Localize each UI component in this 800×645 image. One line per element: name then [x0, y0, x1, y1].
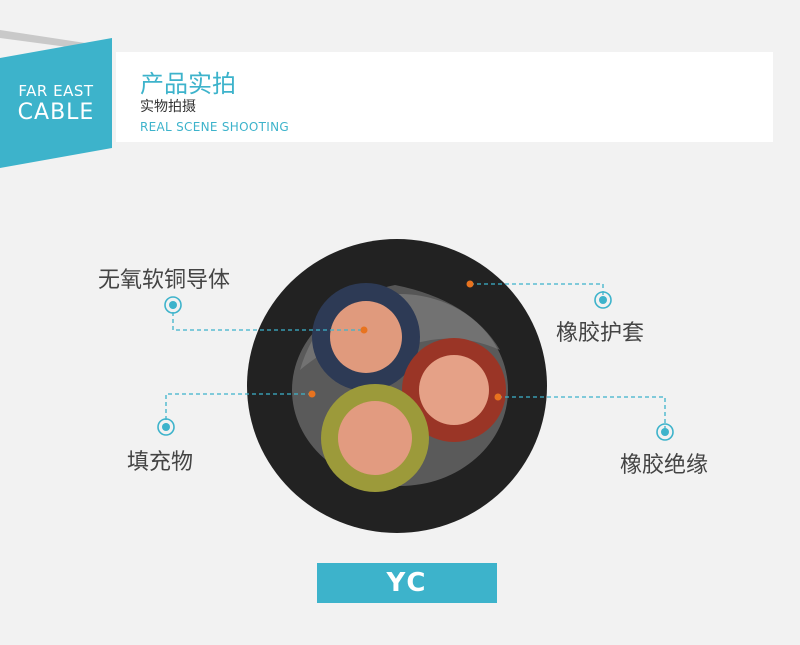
copper-conductor-3 [338, 401, 412, 475]
target-icon-conductor [164, 296, 182, 314]
logo-line-1: FAR EAST [18, 82, 94, 100]
label-insulation: 橡胶绝缘 [620, 453, 709, 478]
section-subtitle: 实物拍摄 [140, 99, 196, 115]
dot-conductor [360, 326, 368, 334]
label-sheath: 橡胶护套 [556, 321, 645, 346]
leader-insulation [498, 396, 666, 430]
target-icon-sheath [594, 291, 612, 309]
section-header: 产品实拍 实物拍摄 REAL SCENE SHOOTING [116, 52, 773, 142]
model-label: YC [317, 563, 497, 603]
label-filler: 填充物 [127, 450, 194, 475]
section-title: 产品实拍 [140, 70, 236, 98]
logo-line-2: CABLE [17, 100, 95, 125]
leader-filler [165, 393, 312, 427]
section-english-title: REAL SCENE SHOOTING [140, 120, 289, 134]
logo-ribbon-shape [0, 30, 112, 168]
dot-insulation [494, 393, 502, 401]
target-icon-filler [157, 418, 175, 436]
label-conductor: 无氧软铜导体 [98, 268, 231, 293]
leader-sheath [470, 283, 604, 298]
leader-endpoints [308, 280, 502, 401]
target-icon-insulation [656, 423, 674, 441]
brand-logo: FAR EAST CABLE [0, 0, 120, 175]
copper-conductor-2 [419, 355, 489, 425]
dot-sheath [466, 280, 474, 288]
copper-conductor-1 [330, 301, 402, 373]
dot-filler [308, 390, 316, 398]
